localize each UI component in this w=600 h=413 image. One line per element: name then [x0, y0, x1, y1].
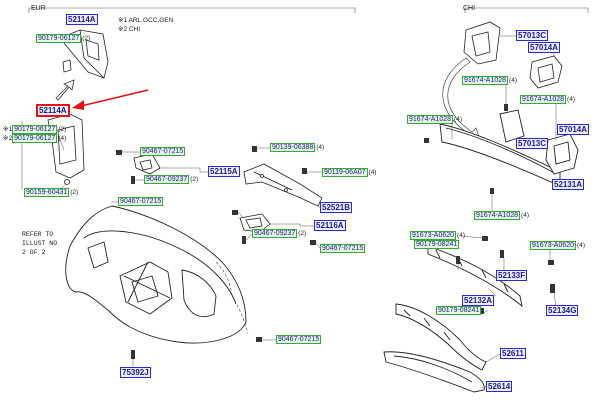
refer-line-3: 2 OF 2	[22, 249, 46, 256]
part-label-52114a-highlighted[interactable]: 52114A	[36, 104, 70, 117]
chi-bracket-top-drawing	[463, 21, 501, 65]
chi-bracket-right-drawing	[529, 55, 563, 89]
leader-lines-center	[112, 147, 322, 366]
tow-hook-cover-lower-drawing	[47, 113, 85, 185]
tow-hook-cover-arrow	[55, 79, 75, 101]
part-label-52116a[interactable]: 52116A	[314, 220, 346, 231]
region-eur: EUR	[31, 5, 46, 12]
part-label-75392j[interactable]: 75392J	[120, 367, 151, 378]
region-dividers	[28, 7, 589, 13]
part-label-52115a[interactable]: 52115A	[208, 166, 240, 177]
part-label-91674-a1028-c[interactable]: 91674-A1028(4)	[407, 115, 462, 124]
under-cover-drawing	[383, 351, 485, 393]
part-label-57013c-mid[interactable]: 57013C	[516, 138, 549, 149]
part-label-52133f[interactable]: 52133F	[496, 270, 528, 281]
part-label-91674-a1028-d[interactable]: 91674-A1028(4)	[474, 211, 529, 220]
part-label-90159-60431[interactable]: 90159-60431(2)	[24, 188, 79, 197]
part-label-52131a[interactable]: 52131A	[552, 179, 585, 190]
part-label-91674-a1028-a[interactable]: 91674-A1028(4)	[462, 76, 517, 85]
part-label-52134g[interactable]: 52134G	[546, 305, 579, 316]
part-label-57013c-top[interactable]: 57013C	[516, 30, 549, 41]
part-label-57014a-mid[interactable]: 57014A	[557, 124, 590, 135]
part-label-52611[interactable]: 52611	[500, 348, 526, 359]
part-label-91673-a0620-b[interactable]: 91673-A0620(4)	[530, 241, 585, 250]
fasteners-center	[116, 146, 316, 359]
bumper-side-bracket-upper-drawing	[133, 153, 161, 175]
part-label-90179-08241-b[interactable]: 90179-08241	[436, 306, 482, 315]
part-label-90119-06a07[interactable]: 90119-06A07(4)	[322, 168, 377, 177]
highlight-arrow	[72, 89, 149, 110]
part-label-90467-09237-b[interactable]: 90467-09237(2)	[252, 229, 307, 238]
part-label-52132a[interactable]: 52132A	[462, 295, 495, 306]
part-label-52521b[interactable]: 52521B	[320, 202, 353, 213]
refer-line-2: ILLUST NO	[22, 240, 58, 247]
part-label-90139-06388[interactable]: 90139-06388(4)	[270, 143, 325, 152]
front-bumper-cover-drawing	[65, 205, 247, 344]
part-label-90467-07215-b[interactable]: 90467-07215	[118, 197, 164, 206]
part-label-90467-07215-c[interactable]: 90467-07215	[320, 244, 366, 253]
note-1: ※1 ARL,GCC,GEN	[118, 17, 174, 24]
fasteners-chi	[424, 104, 555, 314]
part-label-52614[interactable]: 52614	[486, 381, 513, 392]
part-label-90179-08241-a[interactable]: 90179-08241	[414, 240, 460, 249]
refer-line-1: REFER TO	[22, 231, 54, 238]
part-label-91674-a1028-b[interactable]: 91674-A1028(4)	[520, 95, 575, 104]
lower-support-drawing	[395, 303, 487, 371]
part-label-90467-09237-a[interactable]: 90467-09237(2)	[144, 175, 199, 184]
bumper-dashed-refs	[215, 261, 249, 335]
note-2: ※2 CHI	[118, 26, 141, 33]
part-label-91673-a0620-a[interactable]: 91673-A0620(4)	[410, 231, 465, 240]
part-label-90467-07215-a[interactable]: 90467-07215	[140, 147, 186, 156]
bumper-side-bracket-lower-drawing	[239, 213, 271, 233]
part-label-52114a-top[interactable]: 52114A	[66, 14, 98, 25]
part-label-90179-06127-top[interactable]: 90179-06127(2)	[36, 34, 91, 43]
part-label-57014a-top[interactable]: 57014A	[528, 42, 561, 53]
bumper-reinforcement-drawing	[439, 109, 579, 187]
part-label-90467-07215-d[interactable]: 90467-07215	[276, 335, 322, 344]
leader-lines-chi	[451, 35, 561, 389]
region-chi: CHI	[463, 5, 476, 12]
bumper-retainer-upper-drawing	[243, 163, 323, 207]
